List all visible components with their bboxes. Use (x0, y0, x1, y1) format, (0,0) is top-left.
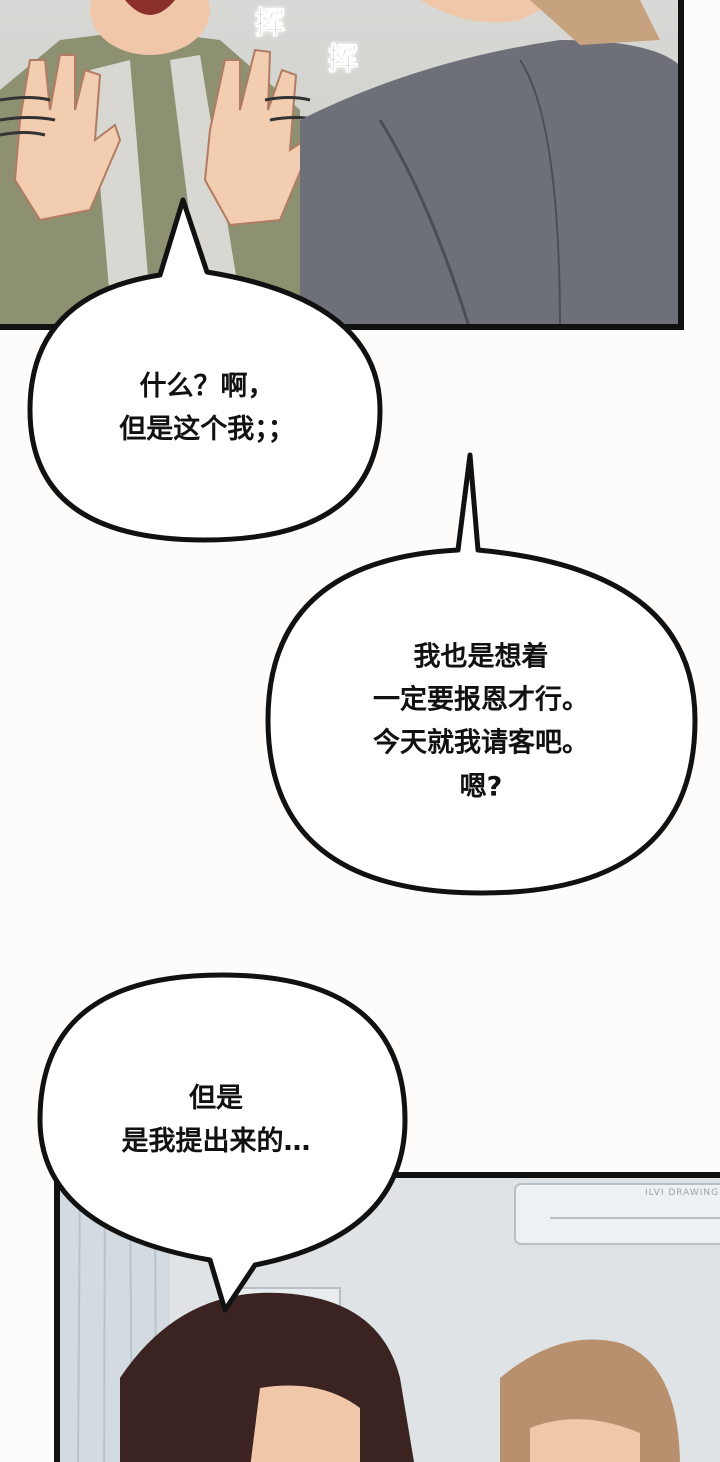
speech-bubble-2 (265, 452, 698, 896)
top-comic-panel: 挥 挥 (0, 0, 684, 330)
speech-bubble-1 (27, 197, 383, 543)
speech-text-2: 我也是想着 一定要报恩才行。 今天就我请客吧。 嗯? (373, 641, 589, 803)
top-panel-artwork (0, 0, 678, 324)
sfx-wave-1: 挥 (255, 6, 286, 42)
ac-brand-watermark: ILVI DRAWING (645, 1188, 720, 1198)
speech-text-1: 什么？啊， 但是这个我；； (119, 370, 295, 445)
sfx-wave-2: 挥 (328, 42, 359, 78)
speech-bubble-3 (37, 972, 408, 1313)
speech-text-3: 但是 是我提出来的… (121, 1082, 311, 1157)
